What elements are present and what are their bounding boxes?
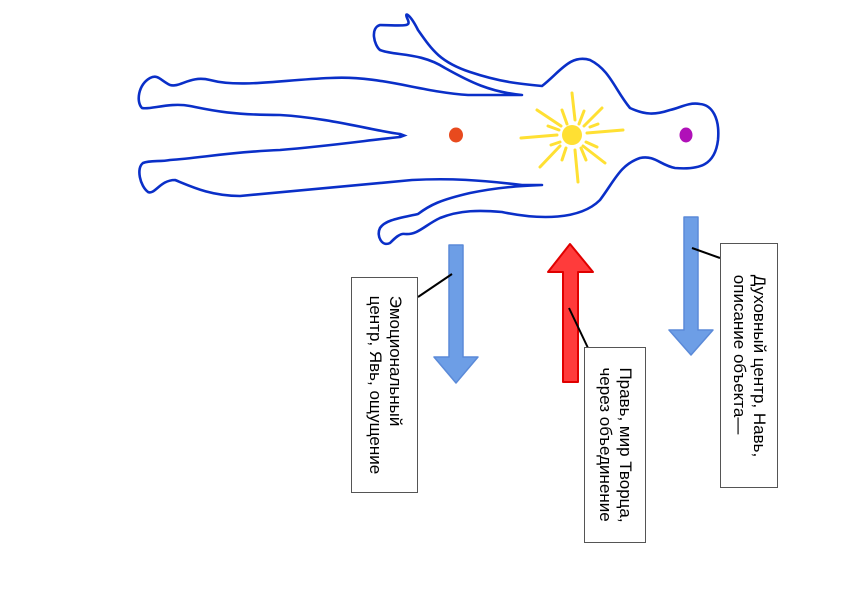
emotional-center-label: Эмоциональный центр, Явь, ощущение xyxy=(365,295,405,475)
human-body-outline xyxy=(137,13,720,246)
spiritual-leader-line xyxy=(691,247,721,259)
sun-center-dot xyxy=(562,125,582,145)
legs-gap-line xyxy=(399,132,408,139)
sun-icon xyxy=(519,91,625,184)
prav-callout: Правь, мир Творца, через объединение xyxy=(584,347,646,543)
spiritual-down-arrow xyxy=(668,216,714,356)
prav-label: Правь, мир Творца, через объединение xyxy=(596,367,635,523)
emotional-down-arrow xyxy=(433,244,479,384)
emotional-center-callout: Эмоциональный центр, Явь, ощущение xyxy=(351,277,418,493)
spiritual-center-callout: Духовный центр, Навь, описание объекта— xyxy=(720,243,778,488)
emotional-leader-line xyxy=(417,273,453,298)
head-center-dot xyxy=(679,127,693,143)
prav-leader-line xyxy=(568,307,589,349)
spiritual-center-label: Духовный центр, Навь, описание объекта— xyxy=(730,274,769,457)
belly-center-dot xyxy=(449,127,463,143)
